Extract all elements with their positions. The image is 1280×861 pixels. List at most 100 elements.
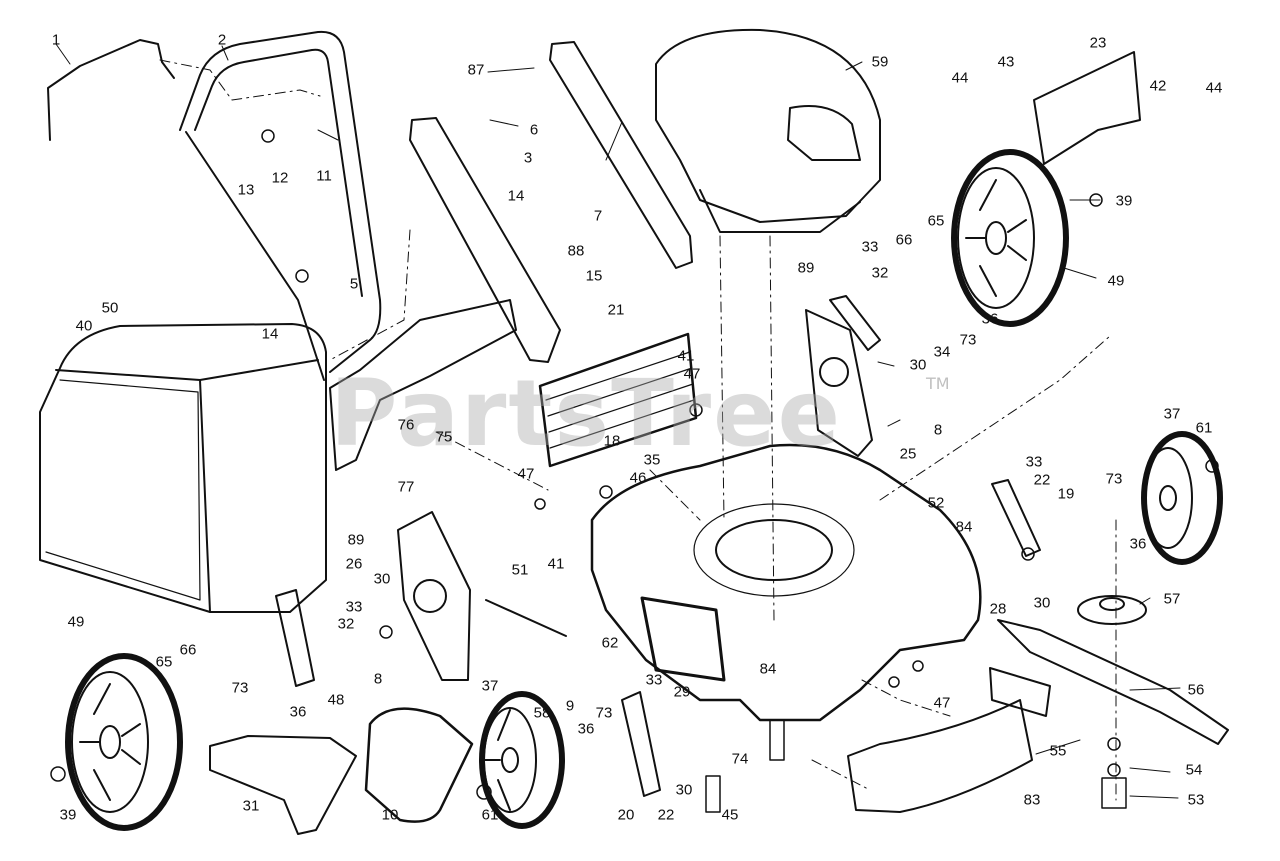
callout-22-lower: 22 xyxy=(657,806,675,824)
trademark: TM xyxy=(926,374,950,393)
part-76-chute xyxy=(329,299,517,471)
callout-33-b: 33 xyxy=(1025,453,1043,471)
callout-89-lower: 89 xyxy=(347,531,365,549)
callout-49-lower: 49 xyxy=(67,613,85,631)
callout-22-upper: 22 xyxy=(1033,471,1051,489)
callout-12: 12 xyxy=(271,169,289,187)
part-83-baffle xyxy=(847,699,1033,813)
callout-31: 31 xyxy=(242,797,260,815)
callout-39-upper: 39 xyxy=(1115,192,1133,210)
callout-36-left: 36 xyxy=(289,703,307,721)
callout-15: 15 xyxy=(585,267,603,285)
callout-7: 7 xyxy=(593,207,603,225)
callout-34: 34 xyxy=(933,343,951,361)
callout-58: 58 xyxy=(533,704,551,722)
part-37-wheel-front-left xyxy=(479,691,565,829)
part-57-adapter xyxy=(1077,595,1147,625)
part-37-wheel-front-right xyxy=(1141,431,1223,565)
callout-14-upper: 14 xyxy=(507,187,525,205)
callout-37-left: 37 xyxy=(481,677,499,695)
part-31-chute xyxy=(209,735,357,835)
callout-89-upper: 89 xyxy=(797,259,815,277)
callout-76: 76 xyxy=(397,416,415,434)
callout-45: 45 xyxy=(721,806,739,824)
callout-53: 53 xyxy=(1187,791,1205,809)
callout-5: 5 xyxy=(349,275,359,293)
callout-66-upper: 66 xyxy=(895,231,913,249)
watermark: PartsTree xyxy=(330,360,842,467)
callout-29: 29 xyxy=(673,683,691,701)
part-32-lower xyxy=(275,589,315,687)
callout-8-upper: 8 xyxy=(933,421,943,439)
callout-55: 55 xyxy=(1049,742,1067,760)
part-lower-handle-left xyxy=(409,117,561,363)
callout-18: 18 xyxy=(603,432,621,450)
callout-41-lower: 41 xyxy=(547,555,565,573)
callout-44-right: 44 xyxy=(1205,79,1223,97)
part-49-wheel-rear-left xyxy=(65,653,183,831)
callout-51: 51 xyxy=(511,561,529,579)
callout-47-c: 47 xyxy=(933,694,951,712)
callout-10: 10 xyxy=(381,806,399,824)
callout-74: 74 xyxy=(731,750,749,768)
callout-48: 48 xyxy=(327,691,345,709)
callout-47-b: 47 xyxy=(517,465,535,483)
callout-73-b: 73 xyxy=(1105,470,1123,488)
callout-75: 75 xyxy=(435,428,453,446)
callout-73-a: 73 xyxy=(959,331,977,349)
callout-44-left: 44 xyxy=(951,69,969,87)
part-25 xyxy=(805,309,873,457)
callout-28: 28 xyxy=(989,600,1007,618)
callout-73-d: 73 xyxy=(595,704,613,722)
callout-36-lower: 36 xyxy=(577,720,595,738)
part-23-flap xyxy=(1033,51,1141,165)
callout-25: 25 xyxy=(899,445,917,463)
callout-30-left: 30 xyxy=(373,570,391,588)
part-56-blade xyxy=(997,619,1229,745)
part-10-plug xyxy=(364,707,474,823)
callout-66-lower: 66 xyxy=(179,641,197,659)
callout-39-lower: 39 xyxy=(59,806,77,824)
callout-50: 50 xyxy=(101,299,119,317)
callout-19: 19 xyxy=(1057,485,1075,503)
callout-88: 88 xyxy=(567,242,585,260)
part-49-wheel-rear-right xyxy=(951,149,1069,327)
callout-73-c: 73 xyxy=(231,679,249,697)
callout-84-upper: 84 xyxy=(955,518,973,536)
callout-83: 83 xyxy=(1023,791,1041,809)
callout-49-upper: 49 xyxy=(1107,272,1125,290)
part-59-engine xyxy=(655,28,881,223)
part-26 xyxy=(397,511,471,681)
callout-41-upper: 41 xyxy=(677,347,695,365)
callout-77: 77 xyxy=(397,478,415,496)
callout-54: 54 xyxy=(1185,761,1203,779)
callout-26: 26 xyxy=(345,555,363,573)
callout-61-lower: 61 xyxy=(481,806,499,824)
callout-20: 20 xyxy=(617,806,635,824)
callout-36-right: 36 xyxy=(1129,535,1147,553)
part-40-bag xyxy=(39,323,327,613)
callout-56: 56 xyxy=(1187,681,1205,699)
part-32-upper xyxy=(829,295,881,351)
callout-23: 23 xyxy=(1089,34,1107,52)
callout-43: 43 xyxy=(997,53,1015,71)
callout-59: 59 xyxy=(871,53,889,71)
callout-3: 3 xyxy=(523,149,533,167)
callout-1: 1 xyxy=(51,31,61,49)
callout-62: 62 xyxy=(601,634,619,652)
callout-13: 13 xyxy=(237,181,255,199)
part-51-axle xyxy=(485,599,567,637)
callout-84-lower: 84 xyxy=(759,660,777,678)
callout-32-upper: 32 xyxy=(871,264,889,282)
part-bail xyxy=(47,39,175,141)
callout-32-lower: 32 xyxy=(337,615,355,633)
callout-61-upper: 61 xyxy=(1195,419,1213,437)
callout-37-right: 37 xyxy=(1163,405,1181,423)
callout-65-upper: 65 xyxy=(927,212,945,230)
part-21 xyxy=(538,332,698,468)
callout-33-c: 33 xyxy=(345,598,363,616)
part-upper-handle xyxy=(179,30,382,373)
callout-8-lower: 8 xyxy=(373,670,383,688)
callout-87: 87 xyxy=(467,61,485,79)
